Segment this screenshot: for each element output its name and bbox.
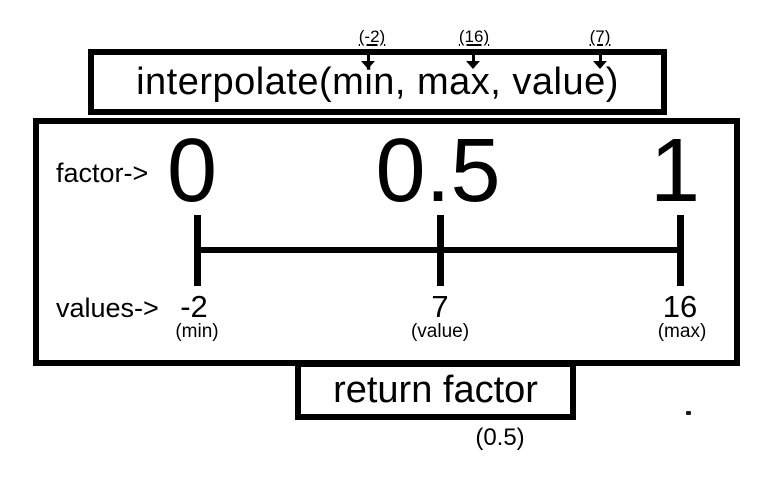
tick-value [437,215,444,286]
arrow-stem [598,50,602,62]
stray-mark [686,411,691,415]
argument-label-min: (-2) [358,27,386,46]
factor-value-max: 1 [649,121,701,221]
return-result-text: (0.5) [475,424,525,451]
arrow-stem [366,50,370,62]
arrow-head [593,61,607,69]
argument-label-max: (16) [458,27,490,46]
arrow-down-icon [361,50,375,69]
tick-min [194,215,201,286]
scale-box [33,118,740,366]
value-min: -2 [180,289,208,324]
arrow-stem [471,50,475,62]
role-label-max: (max) [657,321,707,342]
arrow-head [361,61,375,69]
role-label-min: (min) [175,321,219,342]
function-signature-text: interpolate(min, max, value) [136,60,619,103]
arrow-head [466,61,480,69]
tick-max [677,215,684,286]
function-call-box: interpolate(min, max, value) [88,49,667,115]
arrow-down-icon [466,50,480,69]
factor-value-mid: 0.5 [375,121,501,221]
factor-row-label: factor-> [56,158,149,188]
factor-value-min: 0 [166,121,218,221]
values-row-label: values-> [56,293,159,323]
return-box: return factor [295,361,576,420]
value-max: 16 [662,289,698,324]
arrow-down-icon [593,50,607,69]
role-label-value: (value) [410,321,470,342]
return-statement-text: return factor [333,369,538,411]
argument-label-value: (7) [589,27,611,46]
value-mid: 7 [431,289,449,324]
